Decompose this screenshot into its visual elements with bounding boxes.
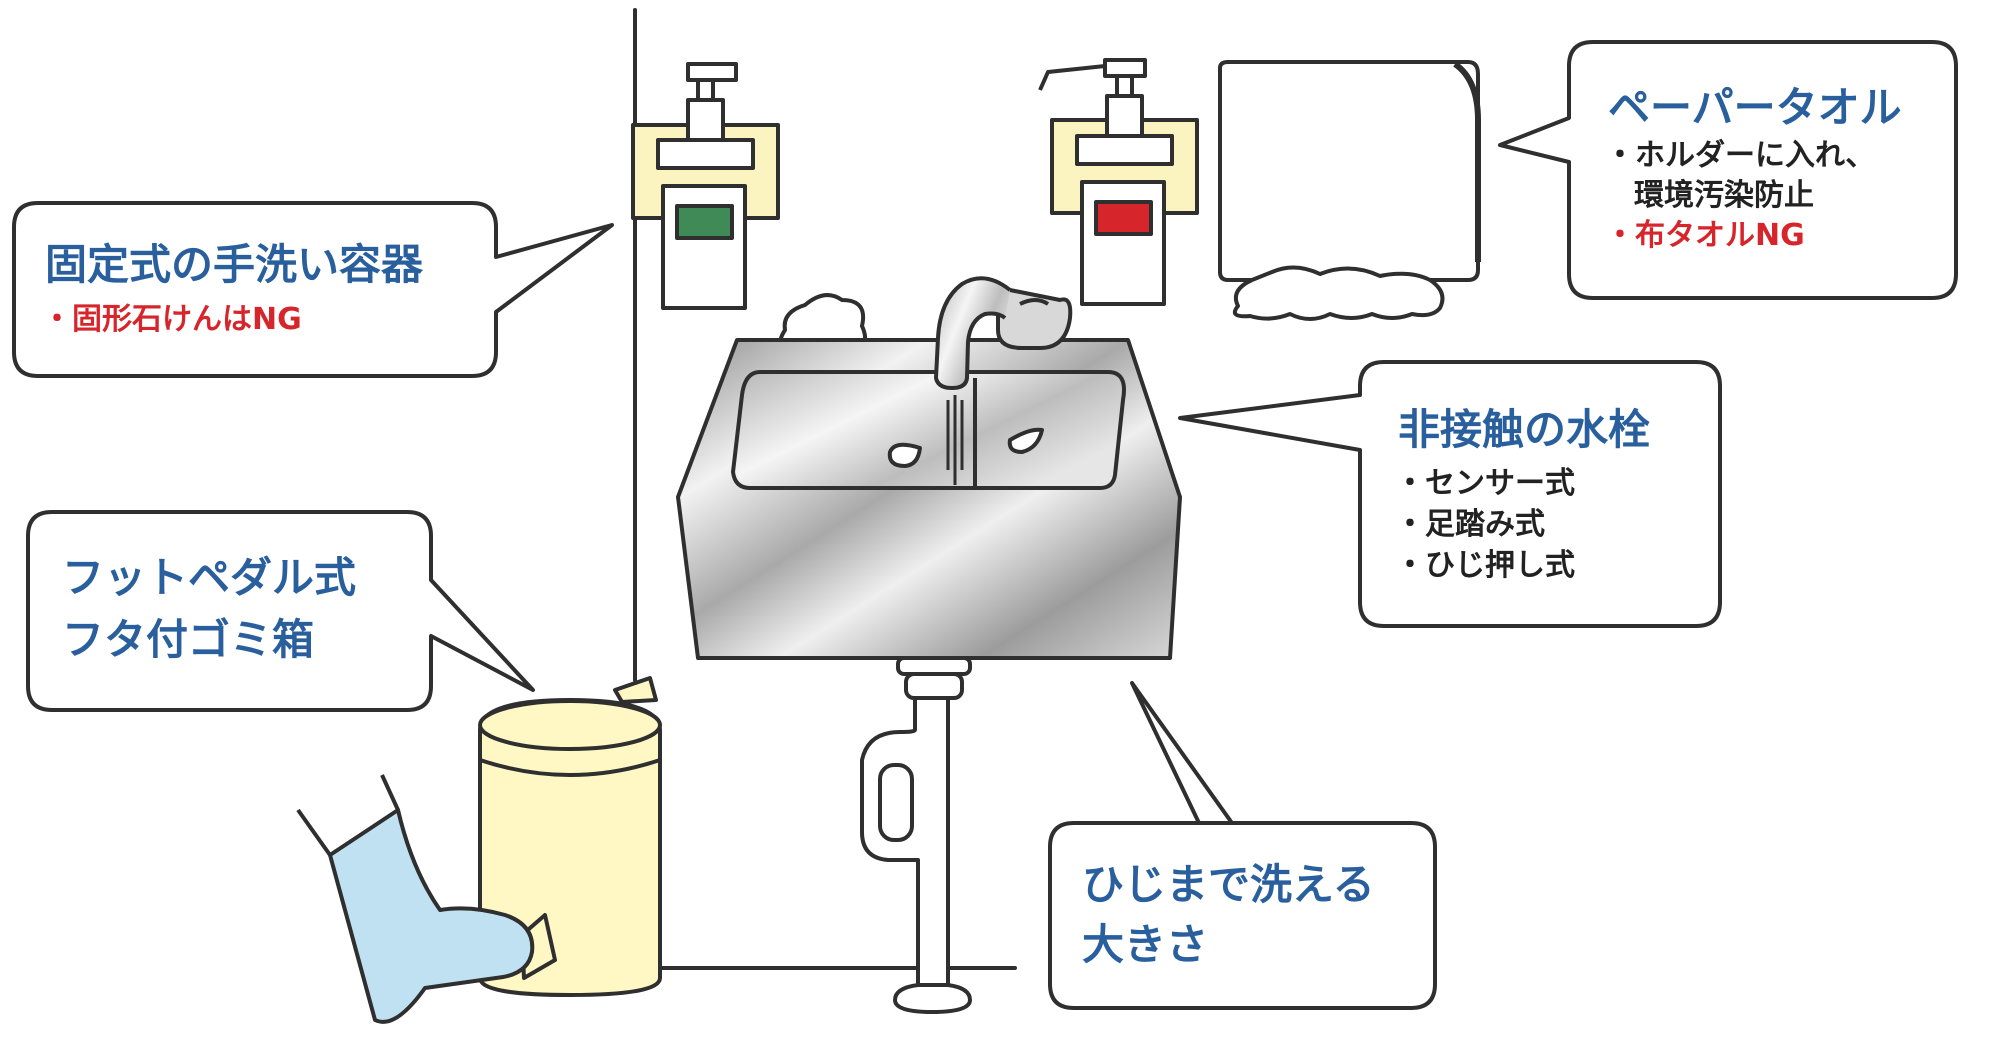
sink-basin: [676, 338, 1182, 660]
foot-on-pedal: [296, 774, 535, 1024]
soap-dispenser-left: [631, 62, 780, 310]
faucet: [934, 276, 1073, 390]
red-label: [1094, 200, 1153, 236]
trash-bin-title-line2: フタ付ゴミ箱: [62, 615, 315, 664]
callout-faucet-bubble: [1178, 360, 1722, 628]
paper-towel-holder: [1218, 60, 1481, 321]
paper-towel-title: ペーパータオル: [1608, 83, 1902, 132]
faucet-item-sensor: ・センサー式: [1395, 466, 1575, 501]
water-stream: [946, 395, 964, 485]
callout-bin-bubble: [26, 510, 535, 712]
paper-towel-item-1: ・ホルダーに入れ、: [1605, 138, 1876, 173]
sink-size-title-line1: ひじまで洗える: [1082, 860, 1375, 909]
green-label: [675, 204, 734, 240]
soap-dispenser-right: [1038, 58, 1199, 306]
drain-pipe: [860, 656, 972, 1014]
faucet-title: 非接触の水栓: [1398, 405, 1651, 454]
wall-lines: [633, 8, 1017, 970]
faucet-item-elbow: ・ひじ押し式: [1395, 548, 1575, 583]
callout-sink-bubble: [1048, 681, 1437, 1010]
faucet-item-foot: ・足踏み式: [1395, 507, 1545, 542]
paper-towel-sheet: [1233, 265, 1445, 321]
trash-bin-title-line1: フットペダル式: [62, 553, 357, 602]
soap-container-title: 固定式の手洗い容器: [45, 240, 424, 289]
paper-towel-item-2: 環境汚染防止: [1634, 178, 1814, 213]
pedal-trash-bin: [478, 676, 662, 997]
sink-size-title-line2: 大きさ: [1082, 920, 1209, 969]
soap-container-note: ・固形石けんはNG: [42, 302, 302, 337]
callout-towel-bubble: [1498, 40, 1958, 300]
paper-towel-note: ・布タオルNG: [1605, 218, 1805, 253]
callout-soap-bubble: [12, 201, 614, 378]
